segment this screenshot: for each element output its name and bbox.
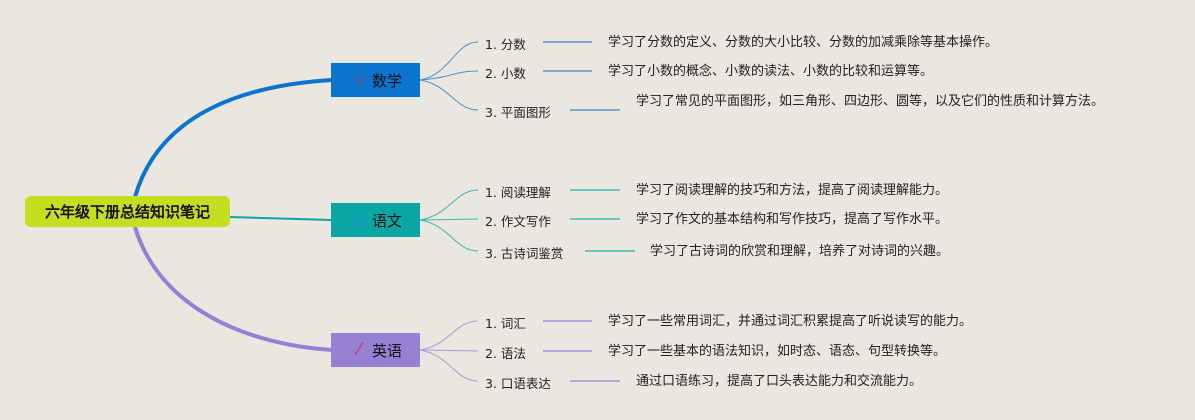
root-node[interactable]: 六年级下册总结知识笔记: [25, 196, 230, 227]
topic-plane-figures[interactable]: 3. 平面图形: [485, 105, 551, 120]
topic-desc: 学习了一些基本的语法知识，如时态、语态、句型转换等。: [608, 344, 947, 359]
star-icon: ☆: [351, 70, 367, 90]
topic-desc: 学习了古诗词的欣赏和理解，培养了对诗词的兴趣。: [650, 244, 950, 259]
topic-desc: 通过口语练习，提高了口头表达能力和交流能力。: [636, 374, 923, 389]
topic-desc: 学习了小数的概念、小数的读法、小数的比较和运算等。: [608, 64, 934, 79]
topic-fractions[interactable]: 1. 分数: [485, 37, 526, 52]
root-title: 六年级下册总结知识笔记: [44, 203, 210, 221]
topic-speaking[interactable]: 3. 口语表达: [485, 376, 551, 391]
topic-writing[interactable]: 2. 作文写作: [485, 214, 551, 229]
branch-title: 英语: [371, 341, 402, 360]
topic-vocabulary[interactable]: 1. 词汇: [485, 316, 526, 331]
topic-desc: 学习了常见的平面图形，如三角形、四边形、圆等，以及它们的性质和计算方法。: [636, 94, 1105, 109]
topic-decimals[interactable]: 2. 小数: [485, 66, 526, 81]
branch-title: 语文: [371, 211, 402, 230]
branch-english[interactable]: ⁄ 英语: [331, 333, 420, 367]
branch-title: 数学: [371, 71, 402, 90]
topic-desc: 学习了一些常用词汇，并通过词汇积累提高了听说读写的能力。: [608, 314, 973, 329]
topic-desc: 学习了阅读理解的技巧和方法，提高了阅读理解能力。: [636, 183, 949, 198]
topic-grammar[interactable]: 2. 语法: [485, 346, 526, 361]
topic-desc: 学习了作文的基本结构和写作技巧，提高了写作水平。: [636, 212, 949, 227]
branch-math[interactable]: ☆ 数学: [331, 63, 420, 97]
topic-reading[interactable]: 1. 阅读理解: [485, 185, 551, 200]
topic-poetry[interactable]: 3. 古诗词鉴赏: [485, 246, 564, 261]
branch-chinese[interactable]: ◁ 语文: [331, 203, 420, 237]
topic-desc: 学习了分数的定义、分数的大小比较、分数的加减乘除等基本操作。: [608, 35, 999, 50]
magic-wand-icon: ⁄: [357, 340, 361, 360]
paper-plane-icon: ◁: [352, 210, 366, 230]
